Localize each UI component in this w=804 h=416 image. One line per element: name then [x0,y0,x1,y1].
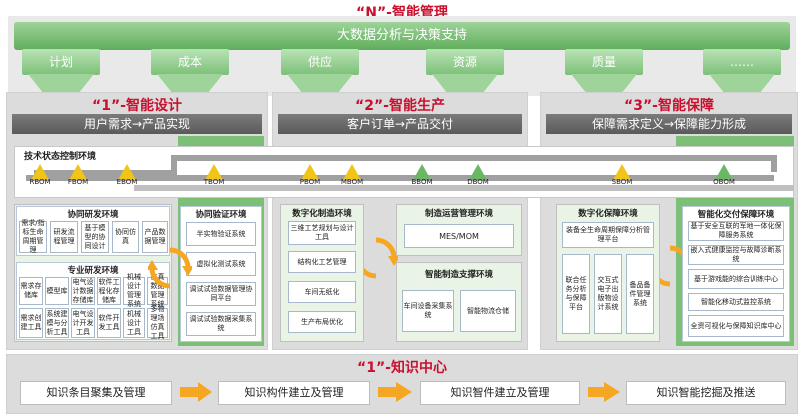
knowledge-item: 知识条目聚集及管理 [20,381,172,405]
bom-label: BBOM [411,178,433,186]
mes-mom-cell: MES/MOM [404,224,514,248]
bom-label: RBOM [29,178,51,186]
bom-marker-icon [118,164,136,180]
bom-marker-icon [715,164,733,180]
pro-cell: 需求存储库 [19,277,43,305]
bom-marker-icon [469,164,487,180]
tab-cost: 成本 [151,49,229,75]
deliver-cell: 智能化移动式监控系统 [688,293,784,311]
knowledge-title: “1”-知识中心 [357,360,447,376]
tab-more: …… [703,49,781,75]
digital-mfg-cell: 生产布局优化 [288,311,356,333]
pro-cell: 模型库 [45,277,69,305]
mfg-support-title: 智能制造支撑环境 [424,270,493,280]
bom-label: EBOM [116,178,138,186]
knowledge-arrows [180,382,620,402]
collab-cell: 研发流程管理 [50,221,78,253]
bom-label: MBOM [340,178,364,186]
pro-cell: 机械设计工具 [123,308,145,338]
mfg-support-cell: 智能物流仓储 [460,290,516,332]
bom-marker-icon [613,164,631,180]
verify-cell: 虚拟化测试系统 [186,252,256,276]
verify-cell: 半实物验证系统 [186,222,256,246]
bom-marker-icon [205,164,223,180]
deliver-cell: 全资可视化与保障知识库中心 [688,315,784,337]
production-title: “2”-智能生产 [355,98,445,114]
design-title: “1”-智能设计 [92,98,182,114]
pro-cell: 软件开发工具 [97,308,121,338]
assure-platform-cell: 装备全生命周期保障分析管理平台 [562,222,654,248]
collab-cell: 协同仿真 [112,221,139,253]
pro-cell: 软件工程化存储库 [97,277,121,305]
bom-label: OBOM [713,178,735,186]
bom-marker-icon [343,164,361,180]
bom-marker-icon [413,164,431,180]
knowledge-item: 知识构件建立及管理 [218,381,370,405]
bom-label: PBOM [299,178,321,186]
assure-col-cell: 备品备件管理系统 [626,254,654,334]
tab-supply: 供应 [281,49,359,75]
bom-marker-icon [301,164,319,180]
pro-cell: 多物理场仿真工具 [147,305,168,340]
production-bar: 客户订单→产品交付 [278,114,522,134]
pro-env-title: 专业研发环境 [67,266,119,276]
deliver-env-title: 智能化交付保障环境 [697,210,775,220]
tab-plan: 计划 [22,49,100,75]
bigdata-bar: 大数据分析与决策支持 [14,22,790,50]
collab-cell: 产品数据管理 [142,221,168,253]
cycle-arrows-icon [148,247,192,289]
tech-control-title: 技术状态控制环境 [24,152,97,162]
ops-mgmt-title: 制造运营管理环境 [424,209,493,219]
digital-mfg-cell: 车间无纸化 [288,281,356,303]
deliver-cell: 嵌入式健康监控与故障诊断系统 [688,245,784,265]
mfg-support-cell: 车间设备采集系统 [402,290,454,332]
collab-cell: 基于模型的协同设计 [81,221,109,253]
tab-funnels [28,74,775,94]
verify-env-title: 协同验证环境 [195,210,247,220]
bom-label: DBOM [467,178,489,186]
verify-cell: 调试试验数据采集系统 [186,312,256,336]
deliver-cell: 基于游戏能的综合训练中心 [688,269,784,289]
deliver-cell: 基于安全互联的军地一体化保障服务系统 [688,221,784,241]
assure-col-cell: 交互式电子出版物设计系统 [594,254,622,334]
digital-mfg-cell: 三维工艺规划与设计工具 [288,221,356,245]
verify-cell: 调试试验数据管理协同平台 [186,282,256,306]
pro-cell: 系统建模与分析工具 [45,308,69,338]
assure-col-cell: 联合任务分析与保障平台 [562,254,590,334]
pro-cell: 电气设计开发工具 [71,308,95,338]
pro-cell: 电气设计数据存储库 [71,277,95,305]
knowledge-item: 知识智能挖掘及推送 [626,381,786,405]
assurance-bar: 保障需求定义→保障能力形成 [546,114,792,134]
digital-mfg-cell: 结构化工艺管理 [288,251,356,273]
bom-marker-icon [69,164,87,180]
digital-mfg-title: 数字化制造环境 [292,209,352,219]
collab-cell: 需求/指标生命周期管理 [19,219,47,254]
design-bar: 用户需求→产品实现 [12,114,262,134]
assurance-title: “3”-智能保障 [624,98,714,114]
pro-cell: 需求创建工具 [19,308,43,338]
tab-resource: 资源 [426,49,504,75]
knowledge-item: 知识智件建立及管理 [420,381,580,405]
bom-label: SBOM [611,178,633,186]
digital-assure-title: 数字化保障环境 [578,209,638,219]
collab-env-title: 协同研发环境 [67,210,119,220]
tab-quality: 质量 [565,49,643,75]
bom-label: TBOM [203,178,225,186]
pro-cell: 机械设计管理系统 [123,273,145,308]
bom-marker-icon [31,164,49,180]
bom-label: FBOM [67,178,89,186]
